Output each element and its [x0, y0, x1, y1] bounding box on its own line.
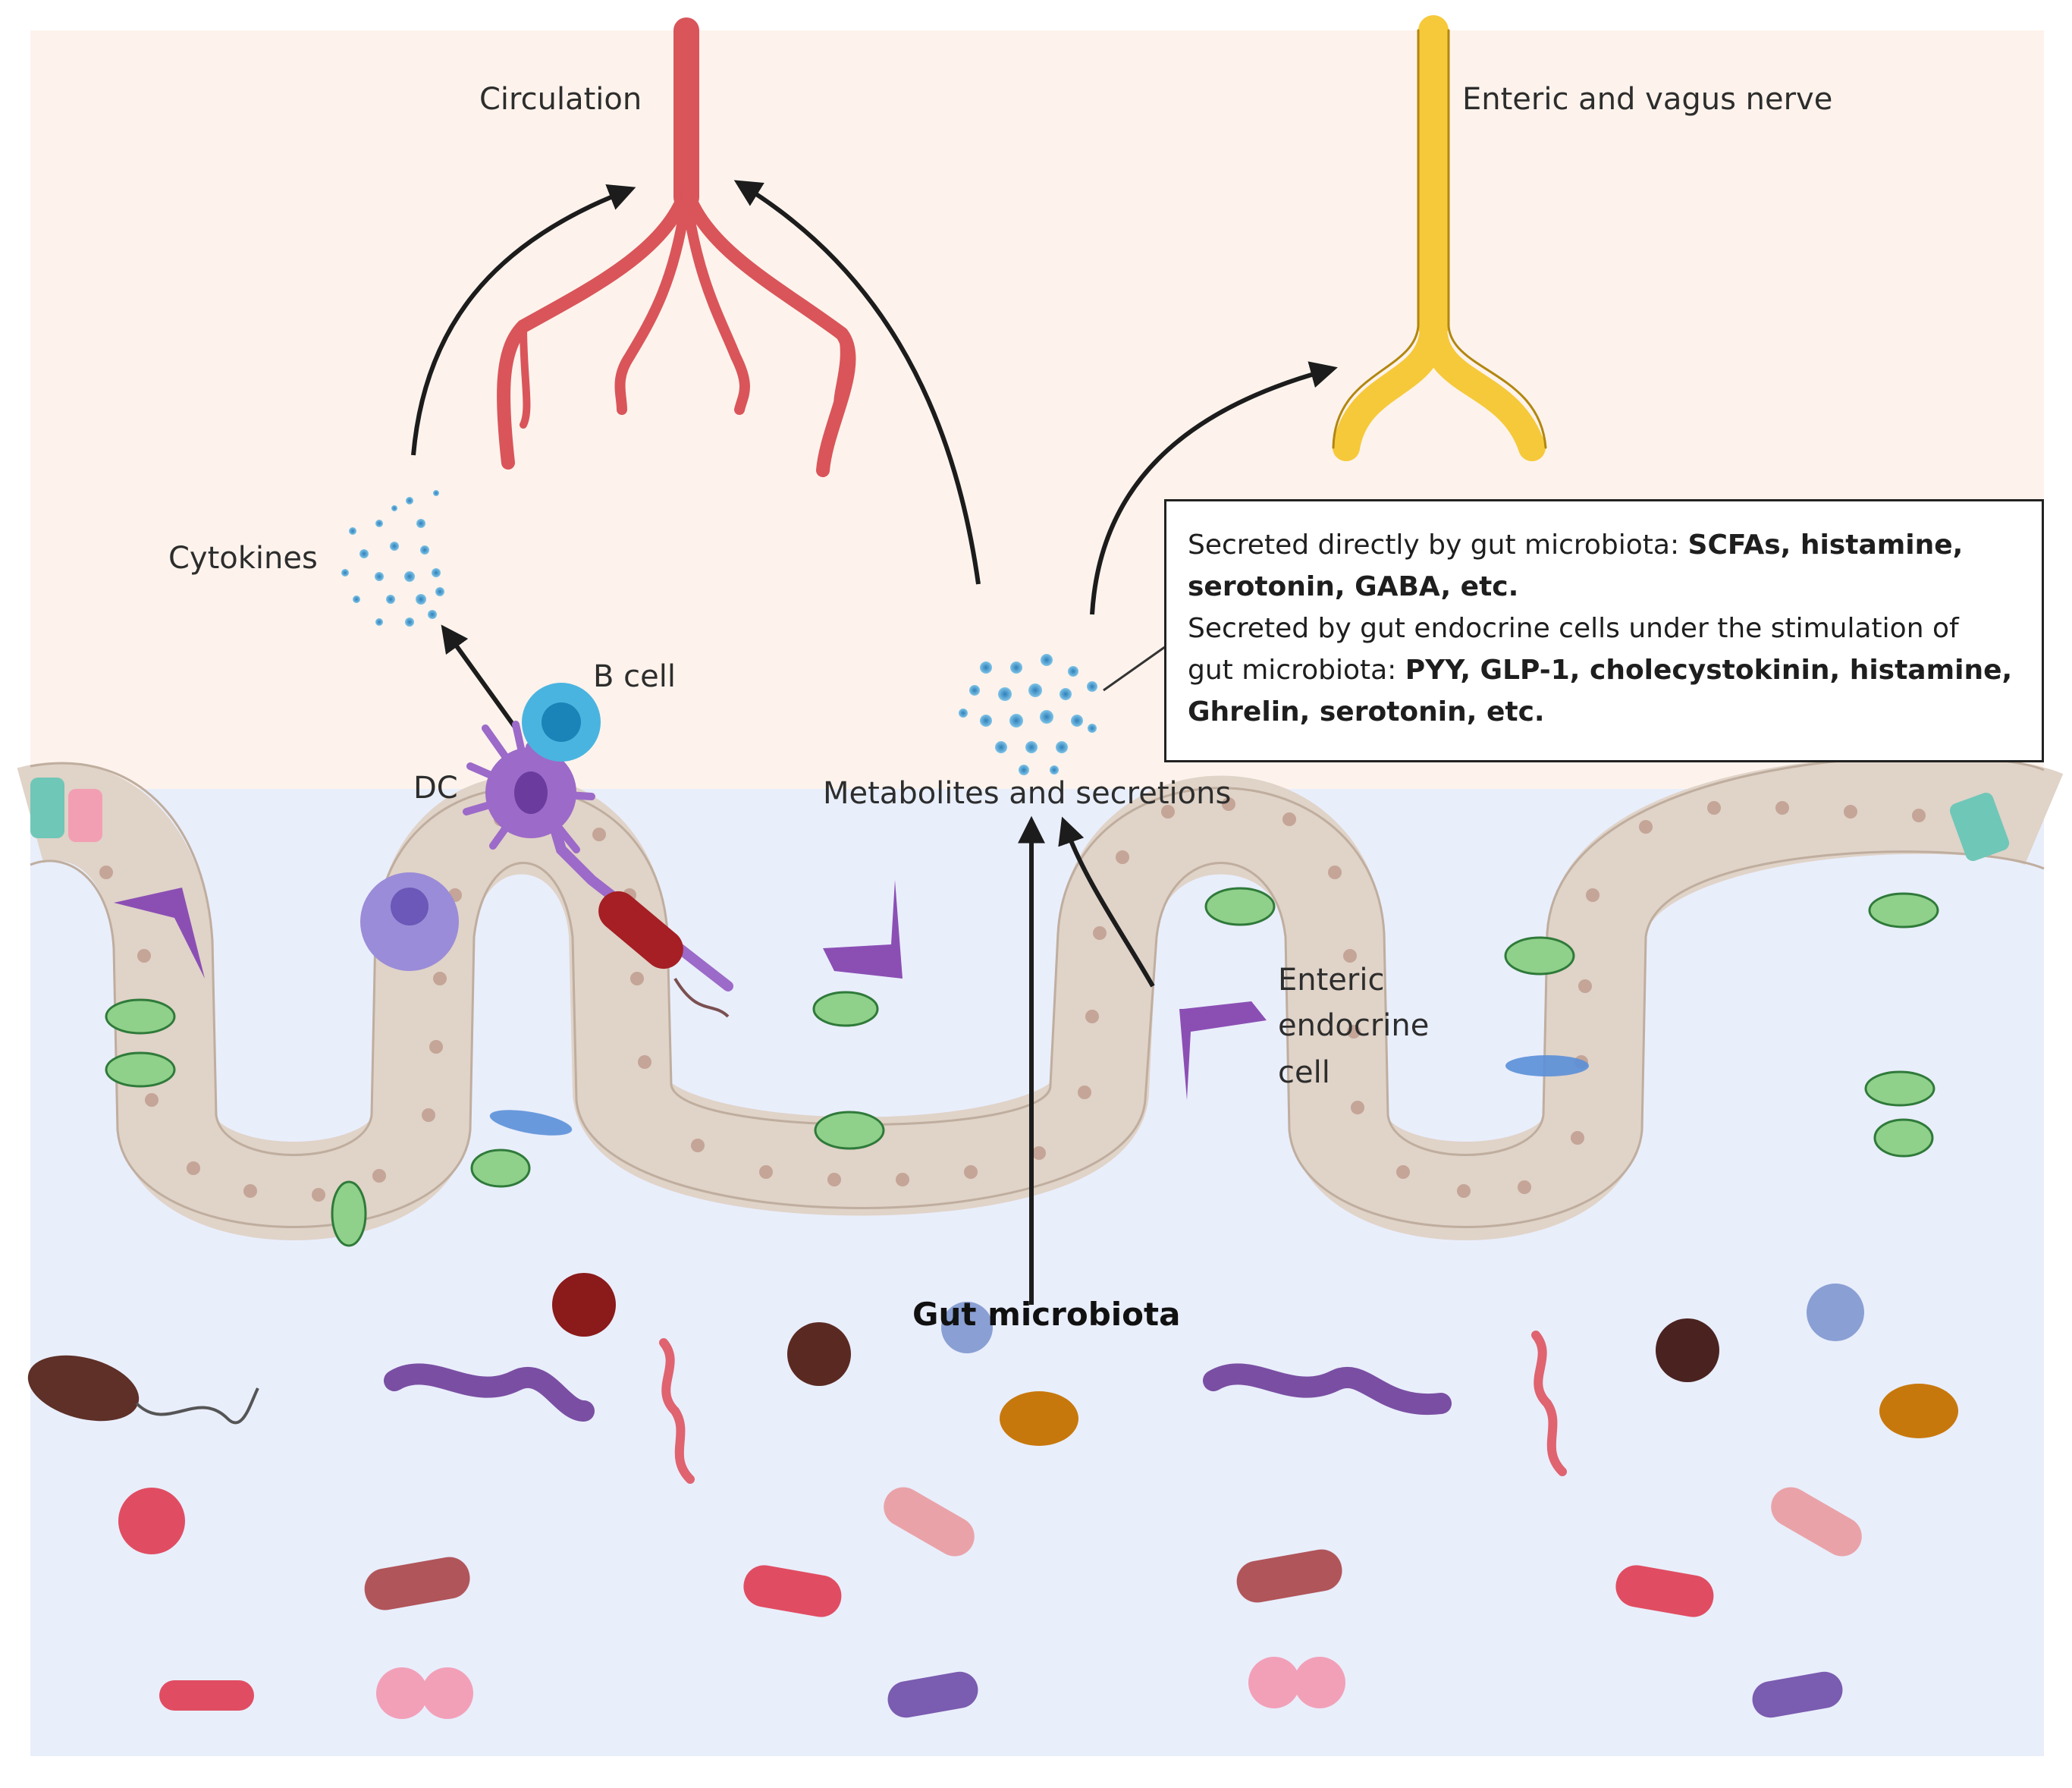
gut-microbes [27, 1273, 1958, 1719]
info-line-2: serotonin, GABA, etc. [1188, 571, 1519, 602]
invading-bacterium [598, 891, 730, 1018]
vagus-nerve-outline [1332, 29, 1547, 449]
info-line-4: gut microbiota: PYY, GLP-1, cholecystoki… [1188, 655, 2013, 686]
vagus-nerve [1333, 15, 1546, 461]
info-line-1: Secreted directly by gut microbiota: SCF… [1188, 529, 1964, 561]
arrow-cytokines-to-circulation [411, 184, 636, 456]
endocrine-label-line1: Enteric [1278, 963, 1385, 998]
arrow-endocrine-to-metabolites [1058, 816, 1155, 988]
circulation-label: Circulation [479, 82, 642, 117]
metabolites-label: Metabolites and secretions [823, 776, 1232, 811]
box-connector [1103, 643, 1169, 692]
secretions-info-box: Secreted directly by gut microbiota: SCF… [1164, 499, 2044, 762]
intraepithelial-blue-cells [489, 1055, 1589, 1136]
gut-microbiota-label: Gut microbiota [912, 1296, 1181, 1333]
goblet-cells [105, 887, 1939, 1247]
info-line-3: Secreted by gut endocrine cells under th… [1188, 613, 1959, 644]
b-cell [522, 683, 601, 762]
epithelium-outline-outer [30, 755, 2045, 1156]
arrow-dc-to-cytokines [441, 624, 518, 730]
epithelium-outline-inner [30, 850, 2045, 1228]
intestinal-epithelium [17, 755, 2064, 1240]
info-line-5: Ghrelin, serotonin, etc. [1188, 696, 1545, 727]
endocrine-label-line3: cell [1278, 1055, 1330, 1090]
b-cell-label: B cell [593, 659, 676, 694]
dc-label: DC [413, 771, 458, 806]
arrow-metabolites-to-nerve [1090, 361, 1338, 615]
lumen-area [30, 836, 2044, 1756]
nerve-label: Enteric and vagus nerve [1462, 82, 1833, 117]
macrophage [360, 872, 459, 971]
arrows [411, 180, 1338, 1305]
cytokines-label: Cytokines [168, 541, 318, 576]
metabolites-dots [959, 654, 1097, 775]
cytokines-dots [341, 490, 444, 627]
endocrine-label-line2: endocrine [1278, 1008, 1430, 1043]
blood-vessel [497, 17, 856, 477]
labeled-endocrine-cell [1179, 1001, 1267, 1100]
arrow-metabolites-to-circulation [733, 180, 981, 585]
enteric-endocrine-cells [114, 880, 1267, 1100]
teal-edge-cells [30, 778, 2010, 862]
